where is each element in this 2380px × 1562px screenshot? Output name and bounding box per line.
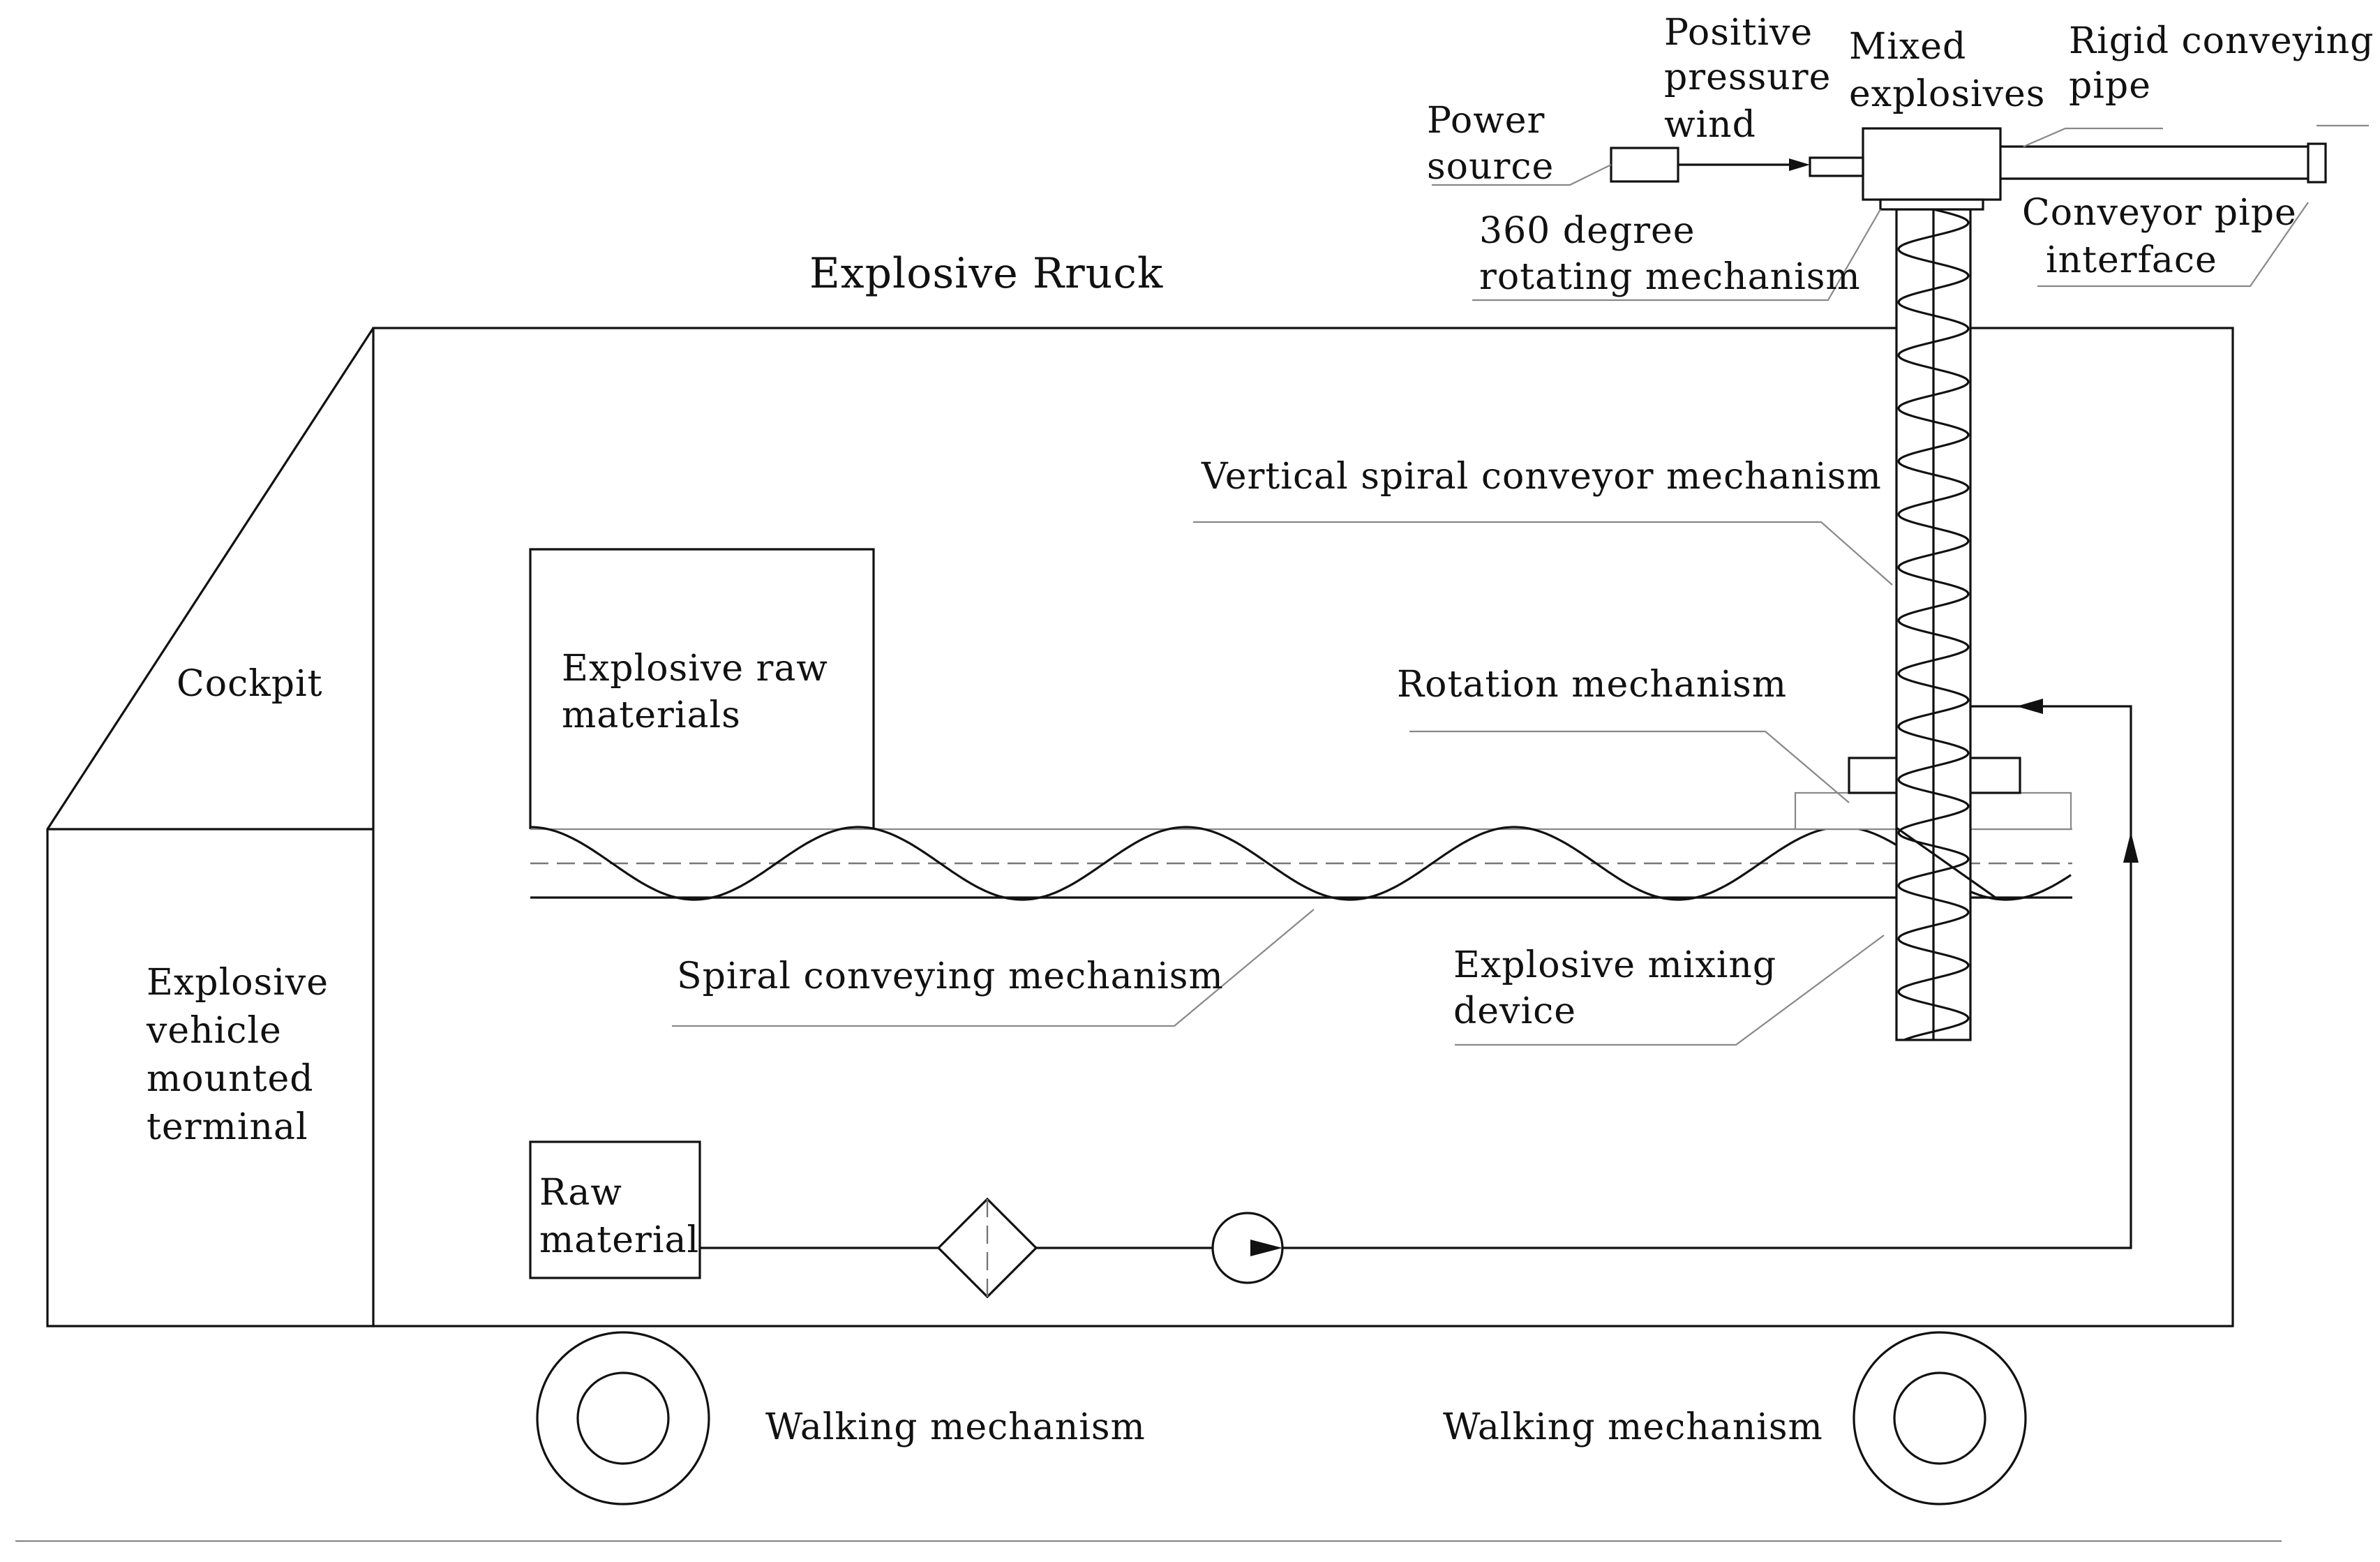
spiral-conveyor (530, 826, 2072, 901)
air-nozzle (1809, 156, 1864, 177)
mixing-device-joint (1896, 826, 1996, 899)
label-walking-mechanism-right: Walking mechanism (1443, 1406, 1823, 1448)
mixed-explosives-box (1862, 127, 2002, 201)
label-positive-pressure-wind: Positive pressure wind (1664, 12, 1843, 146)
mixed-explosives-head (1809, 127, 2002, 211)
wheel-left (536, 1331, 710, 1505)
supply-arrow-left (2016, 699, 2043, 714)
raw-material-tank (529, 1140, 701, 1279)
label-mixed-explosives: Mixed explosives (1849, 26, 2045, 115)
wheel-right (1853, 1331, 2027, 1505)
leader-pipe-interface (2037, 202, 2309, 288)
leader-lines (672, 127, 2309, 1046)
supply-arrow-up (2123, 832, 2139, 863)
label-vertical-spiral-conveyor: Vertical spiral conveyor mechanism (1201, 456, 1882, 498)
rigid-conveying-pipe (2000, 124, 2369, 184)
label-raw-material: Raw material (539, 1172, 699, 1261)
label-rotation-mechanism: Rotation mechanism (1397, 664, 1787, 706)
label-spiral-conveying-mechanism: Spiral conveying mechanism (677, 955, 1224, 997)
leader-rigid-pipe (2023, 127, 2163, 148)
vertical-spiral-conveyor (1895, 208, 1972, 1041)
vertical-spiral-wave (1897, 208, 1970, 1041)
label-cockpit: Cockpit (177, 663, 323, 705)
leader-rotating-360 (1472, 209, 1881, 302)
diagram-title: Explosive Rruck (809, 249, 1163, 298)
label-vehicle-mounted-terminal: Explosive vehicle mounted terminal (146, 962, 341, 1148)
horizontal-spiral-wave (530, 826, 2072, 901)
truck-body (46, 327, 2234, 1327)
raw-materials-hopper (529, 548, 875, 829)
leader-rotation (1409, 730, 1850, 803)
leader-vertical-spiral (1193, 521, 1893, 586)
label-walking-mechanism-left: Walking mechanism (765, 1406, 1146, 1448)
label-power-source: Power source (1427, 100, 1557, 188)
label-explosive-mixing-device: Explosive mixing device (1453, 944, 1789, 1032)
wind-arrow-head (1789, 158, 1810, 171)
label-explosive-raw-materials: Explosive raw materials (562, 648, 840, 736)
power-source-box (1610, 147, 1679, 183)
supply-line (529, 699, 2139, 1299)
cargo-box-outline (372, 327, 2234, 1327)
conveyor-pipe-interface-flange (2307, 142, 2327, 184)
leader-mixing-device (1455, 935, 1885, 1046)
leader-spiral-conveying (672, 909, 1315, 1027)
label-rigid-conveying-pipe: Rigid conveying pipe (2069, 20, 2380, 107)
supply-pipe-3 (1282, 853, 2132, 1249)
leader-power-source (1432, 164, 1612, 186)
cab-outline (46, 327, 375, 1327)
label-conveyor-pipe-interface: Conveyor pipe interface (2022, 192, 2309, 281)
pump-arrow (1250, 1240, 1282, 1256)
rotating-mechanism-360-plate (1879, 198, 1984, 211)
label-rotating-mechanism-360: 360 degree rotating mechanism (1479, 210, 1861, 298)
